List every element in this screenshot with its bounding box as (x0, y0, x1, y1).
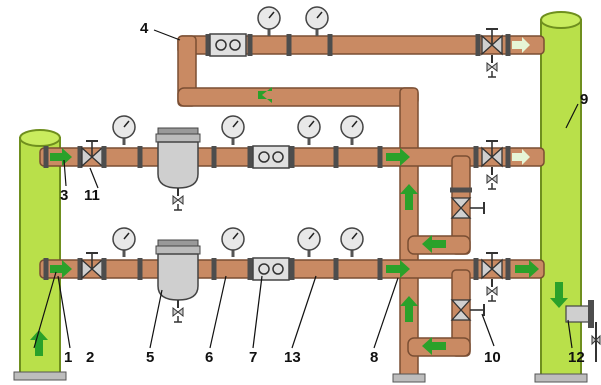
return-thermometer (296, 226, 322, 259)
callout-7: 7 (249, 349, 257, 366)
callout-11: 11 (84, 187, 100, 204)
callout-9: 9 (580, 91, 588, 108)
supply-gauge-2 (220, 114, 246, 147)
right-column (534, 11, 588, 383)
supply-flowmeter (252, 145, 290, 169)
lower-bypass-valve[interactable] (450, 299, 485, 321)
callout-12: 12 (568, 349, 585, 366)
drain-outlet (565, 300, 601, 362)
upper-bypass-valve[interactable] (450, 187, 485, 219)
top-pressure-gauge-2 (304, 5, 330, 38)
leader-lines (33, 29, 579, 349)
flow-arrows (30, 37, 568, 356)
callout-4: 4 (140, 20, 149, 37)
return-gauge-3 (339, 226, 365, 259)
callout-5: 5 (146, 349, 154, 366)
supply-gauge-1 (111, 114, 137, 147)
supply-gauge-3 (339, 114, 365, 147)
return-gauge-1 (111, 226, 137, 259)
supply-thermometer (296, 114, 322, 147)
callout-6: 6 (205, 349, 213, 366)
supply-filter (155, 127, 201, 189)
return-flowmeter (252, 257, 290, 281)
return-gauge-2 (220, 226, 246, 259)
callout-2: 2 (86, 349, 94, 366)
pipes (39, 35, 545, 379)
return-filter (155, 239, 201, 301)
callout-13: 13 (284, 349, 301, 366)
callout-3: 3 (60, 187, 68, 204)
top-flowmeter (205, 33, 253, 57)
callout-8: 8 (370, 349, 378, 366)
top-pressure-gauge-1 (256, 5, 282, 38)
callout-10: 10 (484, 349, 501, 366)
callout-1: 1 (64, 349, 72, 366)
